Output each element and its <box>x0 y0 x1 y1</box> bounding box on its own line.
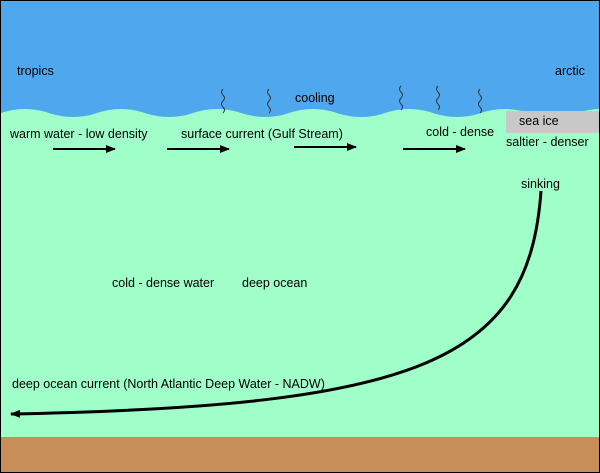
arctic-label: arctic <box>555 64 585 78</box>
sea-ice-label: sea ice <box>519 114 559 128</box>
tropics-label: tropics <box>17 64 54 78</box>
cooling-squiggle <box>478 88 482 114</box>
cold-dense-label: cold - dense <box>426 125 495 139</box>
saltier-denser-label: saltier - denser <box>506 135 589 149</box>
ocean <box>1 109 599 472</box>
cooling-squiggles <box>221 85 482 114</box>
cooling-label: cooling <box>295 91 335 105</box>
cooling-squiggle <box>221 88 225 114</box>
cooling-squiggle <box>267 88 271 114</box>
sinking-deep-current-arrow <box>10 190 543 418</box>
sinking-label: sinking <box>521 177 560 191</box>
deep-ocean-current-label: deep ocean current (North Atlantic Deep … <box>12 377 325 391</box>
sea-ice-block <box>506 111 599 133</box>
surface-current-label: surface current (Gulf Stream) <box>181 127 343 141</box>
sky <box>1 1 599 121</box>
cooling-squiggle <box>399 85 403 111</box>
warm-water-label: warm water - low density <box>10 127 148 141</box>
sea-floor <box>1 437 599 472</box>
cooling-squiggle <box>436 85 440 111</box>
deep-ocean-label: deep ocean <box>242 276 308 290</box>
cold-dense-water-label: cold - dense water <box>112 276 215 290</box>
